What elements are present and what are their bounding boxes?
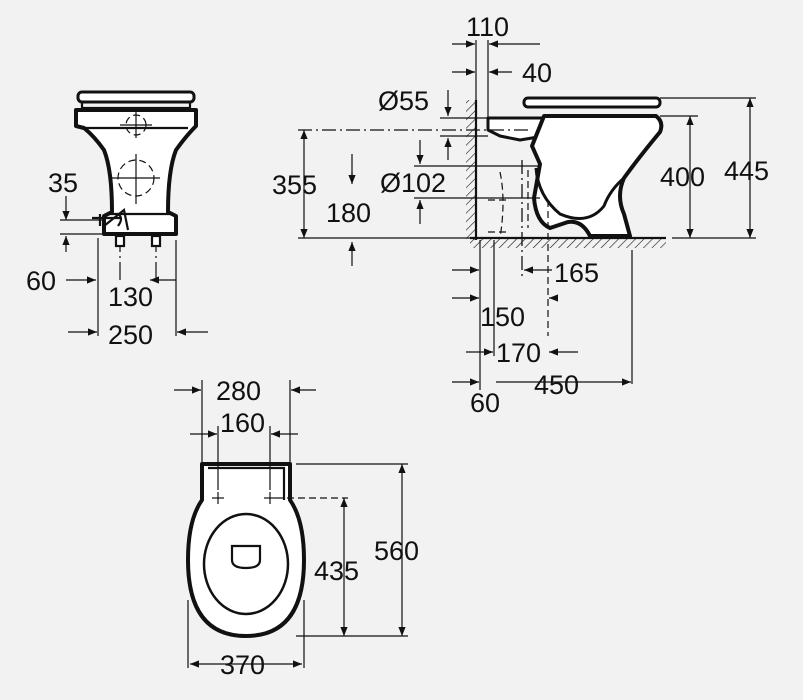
dim-450: 450	[534, 370, 579, 400]
front-view: 35 60 130 250	[26, 90, 208, 350]
dim-60-front: 60	[26, 266, 56, 296]
dim-d102: Ø102	[380, 168, 446, 198]
dim-355: 355	[272, 170, 317, 200]
side-view: 110 40 Ø55 355 Ø102 180 400 445 165 150 …	[272, 12, 769, 418]
dim-180: 180	[326, 198, 371, 228]
dim-400: 400	[660, 162, 705, 192]
dim-165: 165	[554, 258, 599, 288]
dim-370: 370	[220, 650, 265, 680]
dim-40: 40	[522, 58, 552, 88]
dim-445: 445	[724, 156, 769, 186]
front-center-marks	[112, 112, 160, 204]
floor-hatch	[470, 238, 666, 248]
dim-250: 250	[108, 320, 153, 350]
wall-hatch	[466, 100, 476, 240]
dim-170: 170	[496, 338, 541, 368]
dim-150: 150	[480, 302, 525, 332]
dim-160: 160	[220, 408, 265, 438]
dim-110: 110	[466, 12, 509, 42]
dim-280: 280	[216, 376, 261, 406]
top-view: 280 160 435 560 370	[174, 376, 419, 680]
dim-d55: Ø55	[378, 86, 429, 116]
dim-435: 435	[314, 556, 359, 586]
dim-130: 130	[108, 282, 153, 312]
dim-35: 35	[48, 168, 78, 198]
dim-60-side: 60	[470, 388, 500, 418]
dim-560: 560	[374, 536, 419, 566]
